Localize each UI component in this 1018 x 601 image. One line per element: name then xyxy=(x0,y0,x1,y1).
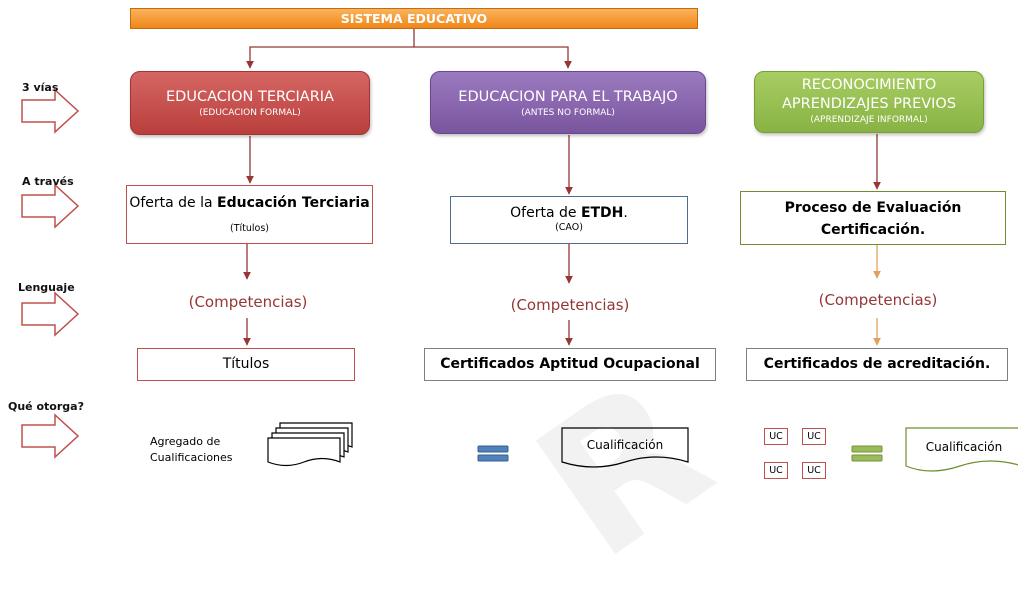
offer-box-tertiary: Oferta de la Educación Terciaria (Título… xyxy=(126,185,373,244)
qualification-label: Cualificación xyxy=(586,438,664,452)
offer-text: Oferta de la xyxy=(129,195,218,211)
header-connector xyxy=(246,29,415,69)
result-box-titles: Títulos xyxy=(137,348,355,381)
row-label-ways: 3 vías xyxy=(22,81,59,94)
result-box-accreditation: Certificados de acreditación. xyxy=(746,348,1008,381)
result-box-certificates: Certificados Aptitud Ocupacional xyxy=(424,348,716,381)
offer-bold-text: ETDH xyxy=(580,205,624,221)
competencies-label: (Competencias) xyxy=(818,291,938,309)
offer-bold-text: Educación Terciaria xyxy=(217,195,370,211)
category-work-education: EDUCACION PARA EL TRABAJO (ANTES NO FORM… xyxy=(430,71,706,134)
uc-box: UC xyxy=(802,462,826,479)
category-prior-learning: RECONOCIMIENTO APRENDIZAJES PREVIOS (APR… xyxy=(754,71,984,133)
result-text: Títulos xyxy=(222,356,270,372)
qualification-label: Cualificación xyxy=(925,440,1003,454)
offer-period: . xyxy=(623,205,628,221)
aggregate-qualifications-label: Agregado de Cualificaciones xyxy=(150,434,233,466)
category-subtitle: (APRENDIZAJE INFORMAL) xyxy=(810,115,928,125)
row-arrow-icon xyxy=(21,88,80,459)
uc-box: UC xyxy=(802,428,826,445)
competencies-label: (Competencias) xyxy=(188,293,308,311)
row-label-through: A través xyxy=(22,175,74,188)
offer-note: (Títulos) xyxy=(229,223,269,234)
category-subtitle: (EDUCACION FORMAL) xyxy=(199,108,301,118)
stacked-documents-icon xyxy=(267,422,353,467)
category-title: EDUCACION TERCIARIA xyxy=(166,89,334,105)
uc-box: UC xyxy=(764,428,788,445)
category-title-line2: APRENDIZAJES PREVIOS xyxy=(781,96,957,112)
uc-box: UC xyxy=(764,462,788,479)
aggregate-line: Cualificaciones xyxy=(150,451,233,464)
row-label-grants: Qué otorga? xyxy=(8,400,84,413)
offer-note: (CAO) xyxy=(555,222,583,233)
offer-box-etdh: Oferta de ETDH. (CAO) xyxy=(450,196,688,244)
offer-text: Oferta de xyxy=(510,205,581,221)
category-subtitle: (ANTES NO FORMAL) xyxy=(521,108,615,118)
qualification-document-shape xyxy=(905,427,1018,472)
category-title-line1: RECONOCIMIENTO xyxy=(801,77,937,93)
result-text: Certificados de acreditación. xyxy=(763,356,991,372)
offer-box-evaluation: Proceso de Evaluación Certificación. xyxy=(740,191,1006,245)
aggregate-line: Agregado de xyxy=(150,435,221,448)
competencies-label: (Competencias) xyxy=(510,296,630,314)
connector-lines xyxy=(21,29,1018,472)
category-title: EDUCACION PARA EL TRABAJO xyxy=(458,89,678,105)
system-header: SISTEMA EDUCATIVO xyxy=(130,8,698,29)
row-label-language: Lenguaje xyxy=(18,281,75,294)
equals-icon xyxy=(477,445,509,462)
header-connector xyxy=(414,46,572,69)
offer-line: Proceso de Evaluación xyxy=(784,200,962,216)
result-text: Certificados Aptitud Ocupacional xyxy=(440,356,700,372)
offer-line: Certificación. xyxy=(820,222,926,238)
qualification-document-shape xyxy=(561,427,689,468)
category-tertiary-education: EDUCACION TERCIARIA (EDUCACION FORMAL) xyxy=(130,71,370,135)
equals-icon xyxy=(851,445,883,462)
